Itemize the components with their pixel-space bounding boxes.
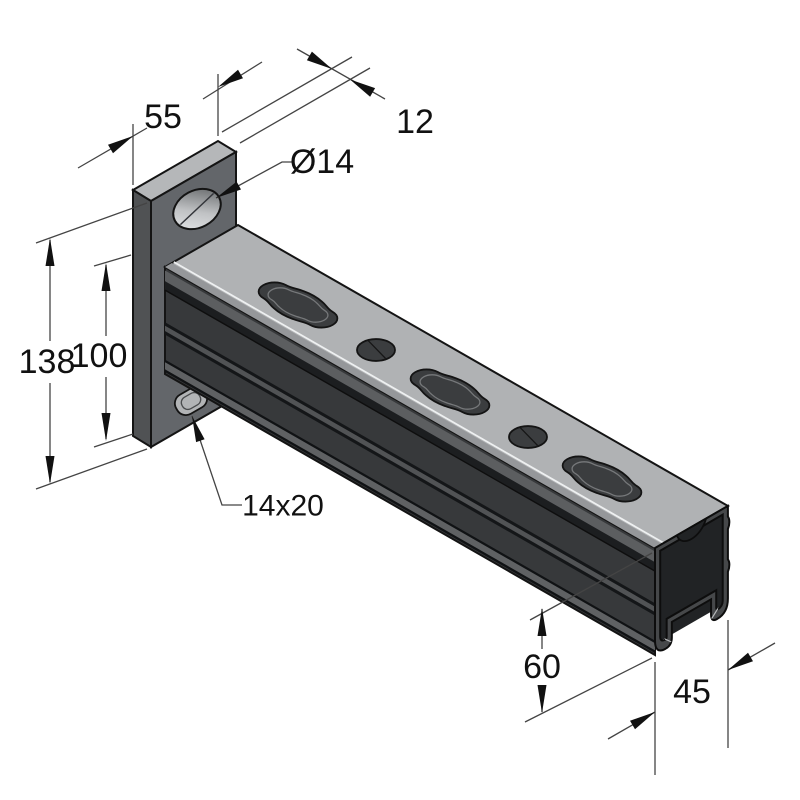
dim-arrow	[728, 652, 753, 670]
dim-arrow	[350, 79, 376, 97]
leader-arrow	[216, 181, 241, 198]
slot-hole	[399, 363, 500, 421]
dimension-label-slot: 14x20	[242, 490, 324, 523]
end-face-notch	[677, 519, 706, 548]
dimension-label-138: 138	[19, 343, 76, 381]
dim-arrow	[101, 263, 111, 291]
dim-arrow	[45, 238, 55, 266]
callout-hole-diameter: Ø14	[215, 143, 354, 199]
channel-top-holes	[247, 276, 652, 508]
dimension-label-12: 12	[396, 103, 434, 141]
slot-hole	[551, 450, 652, 508]
callout-plate-slot: 14x20	[191, 415, 324, 523]
dim-arrow	[537, 685, 547, 713]
dimension-plate-thickness: 12	[221, 48, 434, 144]
dim-arrow	[101, 413, 111, 441]
dimension-profile-height: 60	[523, 552, 653, 723]
dimension-label-55: 55	[144, 98, 182, 136]
dimension-plate-width: 55	[77, 61, 263, 185]
round-hole	[349, 335, 403, 366]
dim-arrow	[108, 136, 133, 154]
dim-arrow	[45, 456, 55, 484]
plate-side-face	[132, 188, 152, 449]
dimension-label-45: 45	[673, 673, 711, 711]
dim-arrow	[537, 608, 547, 636]
channel-arm	[162, 223, 729, 657]
dimension-label-60: 60	[523, 648, 561, 686]
leader-arrow	[192, 416, 205, 443]
round-hole	[501, 422, 555, 453]
dimension-plate-height: 138	[19, 202, 148, 490]
channel-top-chamfer	[165, 261, 665, 548]
dimension-channel-position: 100	[71, 254, 134, 448]
dimension-profile-width: 45	[607, 620, 776, 775]
dimension-label-100: 100	[71, 337, 128, 375]
anchor-hole	[172, 187, 222, 231]
channel-side-ribs	[164, 270, 656, 653]
dim-arrow	[306, 51, 332, 69]
channel-end-face	[655, 505, 729, 655]
dim-arrow	[218, 69, 243, 87]
dim-arrow	[630, 712, 655, 730]
dimension-label-hole: Ø14	[290, 143, 354, 181]
slot-hole	[247, 276, 348, 334]
